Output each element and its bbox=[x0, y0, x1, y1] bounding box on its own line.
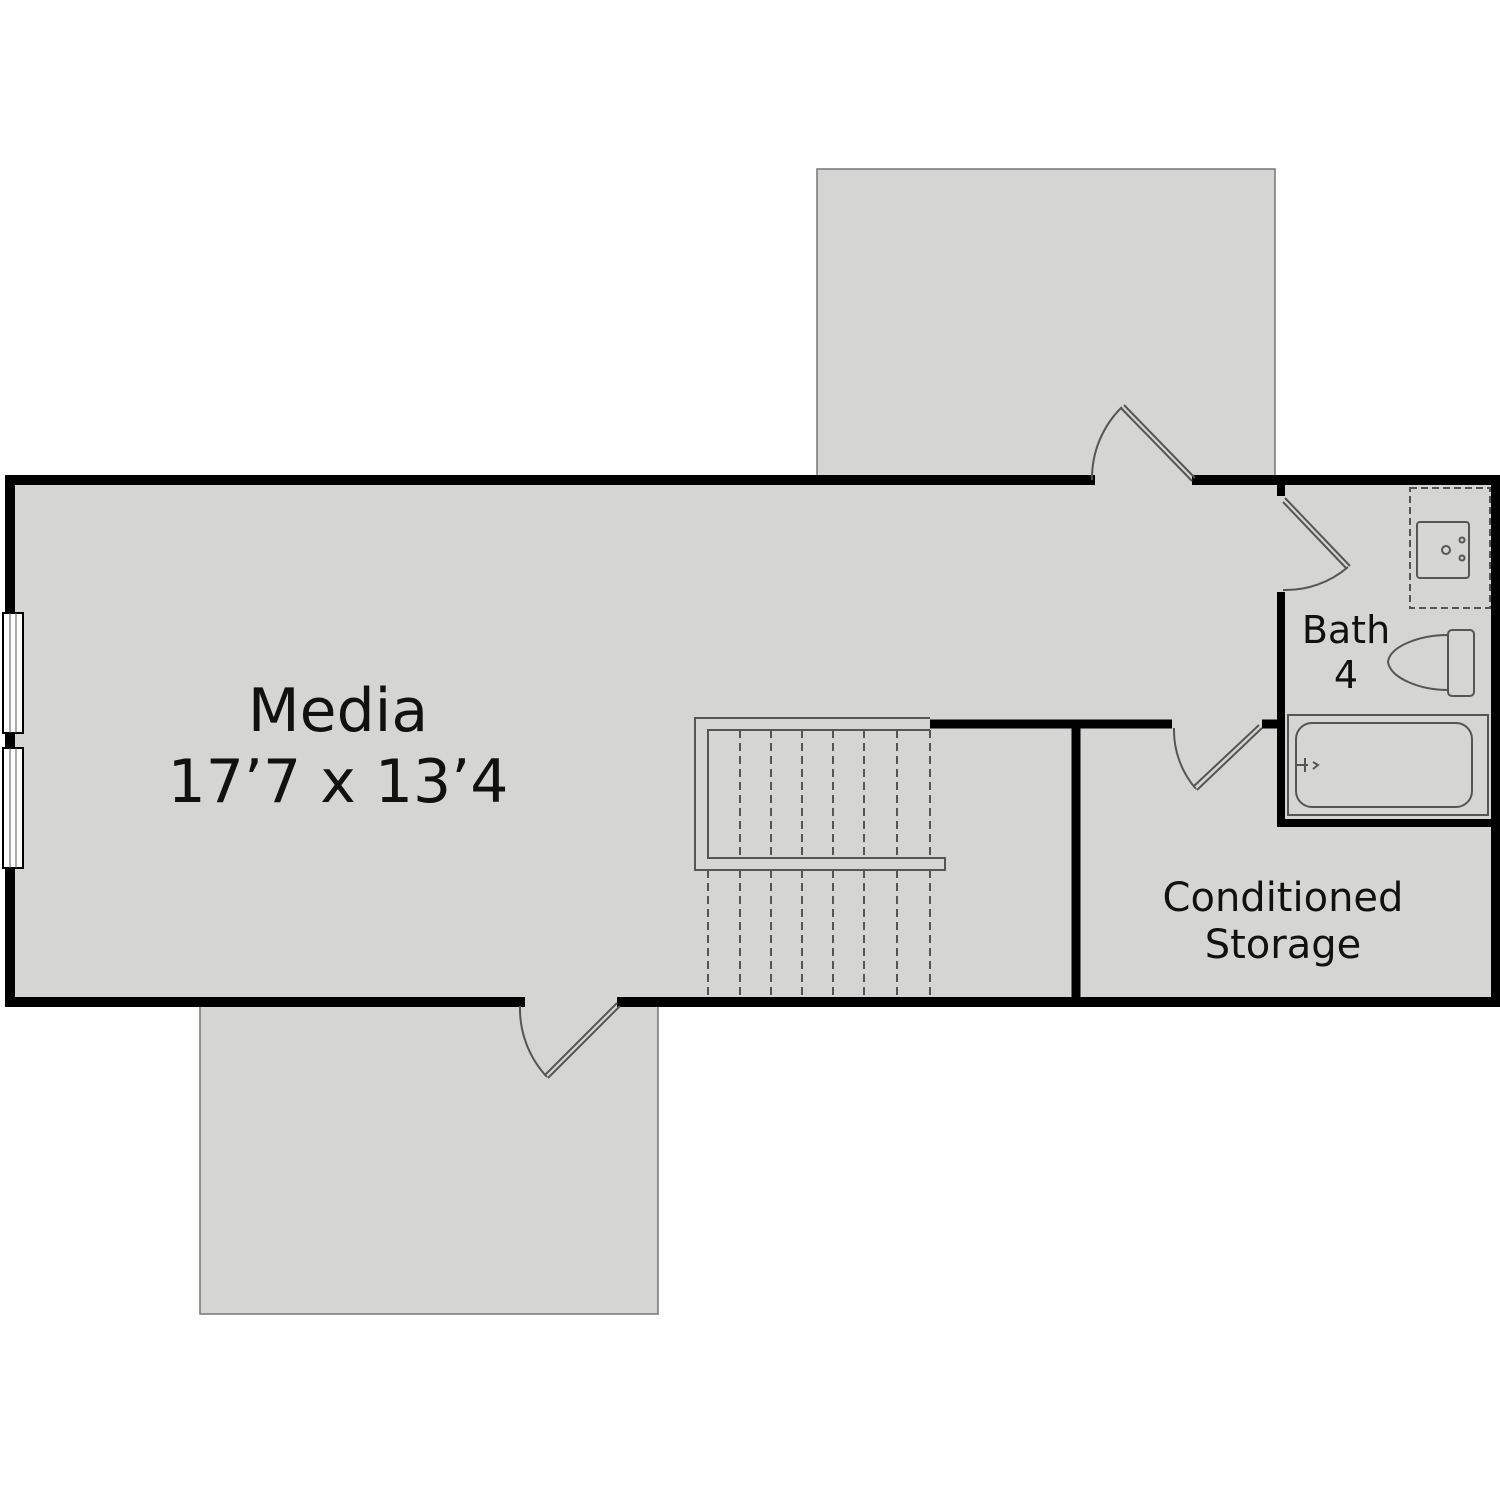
exterior-walls bbox=[5, 475, 1500, 1007]
media-room-name: Media bbox=[248, 676, 428, 746]
lower-attic-area bbox=[199, 999, 659, 1315]
bath-room-number: 4 bbox=[1334, 653, 1358, 697]
vanity bbox=[1409, 487, 1491, 609]
window-west-upper bbox=[2, 612, 24, 734]
media-room-dimensions: 17’7 x 13’4 bbox=[168, 747, 509, 817]
bathtub bbox=[1287, 714, 1489, 816]
toilet bbox=[1386, 629, 1475, 697]
storage-room-name-line1: Conditioned bbox=[1163, 875, 1404, 921]
storage-room-name-line2: Storage bbox=[1205, 922, 1362, 968]
window-west-lower bbox=[2, 747, 24, 869]
door-bath[interactable] bbox=[1282, 497, 1351, 592]
bath-room-name: Bath bbox=[1302, 608, 1390, 652]
door-lower-attic[interactable] bbox=[518, 1002, 621, 1079]
upper-attic-area bbox=[816, 168, 1276, 482]
interior-walls bbox=[930, 480, 1496, 1002]
door-storage[interactable] bbox=[1172, 724, 1263, 791]
door-upper-attic[interactable] bbox=[1090, 404, 1196, 482]
staircase bbox=[694, 717, 946, 997]
